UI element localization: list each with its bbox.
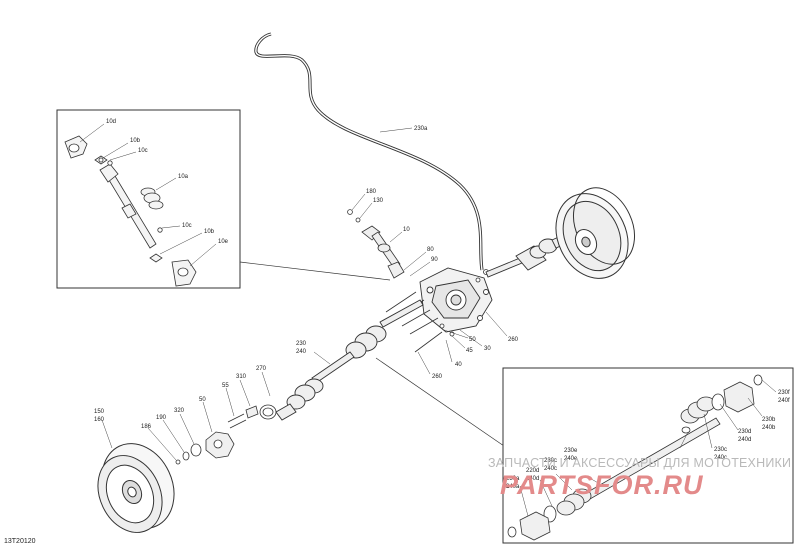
label-240e: 240e bbox=[564, 456, 578, 462]
label-50-hub: 50 bbox=[199, 397, 206, 403]
label-240a: 240a bbox=[506, 484, 520, 490]
label-230e: 230e bbox=[564, 448, 578, 454]
left-wheel-rim bbox=[97, 443, 175, 533]
label-230: 230 bbox=[296, 341, 307, 347]
differential-housing bbox=[419, 267, 493, 333]
label-240: 240 bbox=[296, 349, 307, 355]
label-160: 160 bbox=[94, 417, 105, 423]
label-10b-b: 10b bbox=[204, 229, 215, 235]
watermark-logo: PARTSFOR.RU bbox=[500, 470, 704, 500]
label-30: 30 bbox=[484, 346, 491, 352]
label-150: 150 bbox=[94, 409, 105, 415]
label-190: 190 bbox=[156, 415, 167, 421]
label-260-bottom: 260 bbox=[432, 374, 443, 380]
propeller-shaft-10 bbox=[347, 209, 405, 279]
label-10a: 10a bbox=[178, 174, 189, 180]
label-230b: 230b bbox=[762, 417, 776, 423]
label-90: 90 bbox=[431, 257, 438, 263]
label-270: 270 bbox=[256, 366, 267, 372]
label-240c: 240c bbox=[714, 455, 727, 461]
label-230d: 230d bbox=[738, 429, 751, 435]
label-240b: 240b bbox=[762, 425, 776, 431]
label-230c: 230c bbox=[714, 447, 727, 453]
label-240d-lower: 240d bbox=[526, 476, 539, 482]
hub-parts bbox=[175, 404, 277, 465]
label-10: 10 bbox=[403, 227, 410, 233]
label-10e: 10e bbox=[218, 239, 229, 245]
label-230f: 230f bbox=[778, 390, 790, 396]
label-230a-lower: 230a bbox=[506, 476, 520, 482]
label-10d: 10d bbox=[106, 119, 116, 125]
label-cable-230a: 230a bbox=[414, 126, 428, 132]
label-320: 320 bbox=[174, 408, 185, 414]
label-240c-lower: 240c bbox=[544, 466, 557, 472]
label-220d: 220d bbox=[526, 468, 539, 474]
label-40: 40 bbox=[455, 362, 462, 368]
label-10b: 10b bbox=[130, 138, 141, 144]
figure-code: 13T20120 bbox=[4, 538, 36, 545]
label-180: 180 bbox=[366, 189, 377, 195]
label-10c-b: 10c bbox=[182, 223, 192, 229]
inset-axle-parts bbox=[507, 374, 763, 541]
right-wheel-rim bbox=[555, 187, 635, 279]
label-260-right: 260 bbox=[508, 337, 519, 343]
label-80: 80 bbox=[427, 247, 434, 253]
label-130: 130 bbox=[373, 198, 384, 204]
left-axle-shaft-230 bbox=[275, 299, 424, 421]
label-55: 55 bbox=[222, 383, 229, 389]
label-10c: 10c bbox=[138, 148, 148, 154]
inset-driveshaft-parts bbox=[64, 135, 197, 287]
watermark-caption: ЗАПЧАСТИ И АКСЕССУАРЫ ДЛЯ МОТОТЕХНИКИ bbox=[488, 456, 792, 470]
label-50: 50 bbox=[469, 337, 476, 343]
label-45: 45 bbox=[466, 348, 473, 354]
label-186: 186 bbox=[141, 424, 152, 430]
label-240f: 240f bbox=[778, 398, 790, 404]
label-240d: 240d bbox=[738, 437, 751, 443]
label-310: 310 bbox=[236, 374, 247, 380]
label-230c-lower: 230c bbox=[544, 458, 557, 464]
